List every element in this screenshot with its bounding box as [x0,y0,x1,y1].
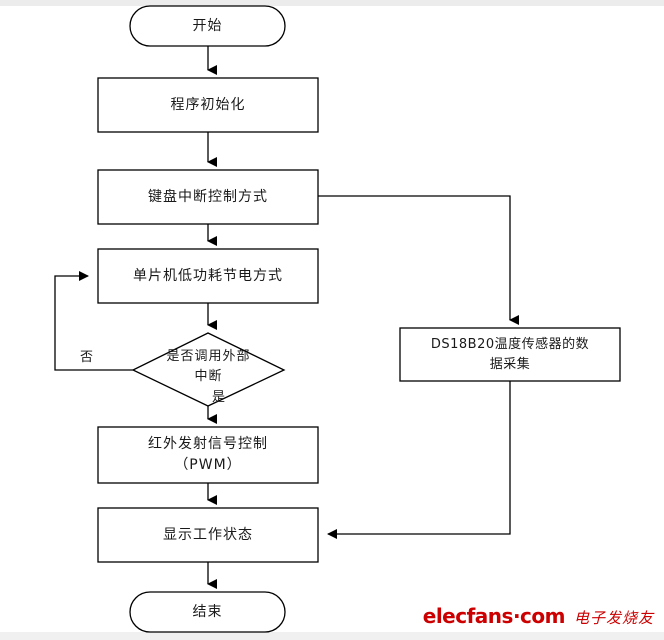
node-end-shape [129,591,286,633]
watermark-chinese: 电子发烧友 [573,609,654,627]
node-start-shape [129,5,286,47]
node-keyboard-shape [97,169,319,225]
page-top-edge [0,0,664,6]
edge-label-no: 否 [80,350,94,365]
edge-decision-no-to-lowpower [54,271,133,371]
page-bottom-edge [0,632,664,640]
watermark: elecfans·com 电子发烧友 [423,604,654,628]
node-ds18b20-shape [399,327,621,382]
node-lowpower-shape [97,248,319,304]
node-init-shape [97,77,319,133]
node-display-shape [97,507,319,563]
edge-keyboard-to-ds18b20 [318,195,519,325]
node-ir-shape [97,426,319,484]
watermark-brand: elecfans·com [422,604,566,628]
edge-label-yes: 是 [212,390,226,405]
node-decision-shape [131,332,286,407]
edge-ds18b20-to-display [327,381,511,539]
